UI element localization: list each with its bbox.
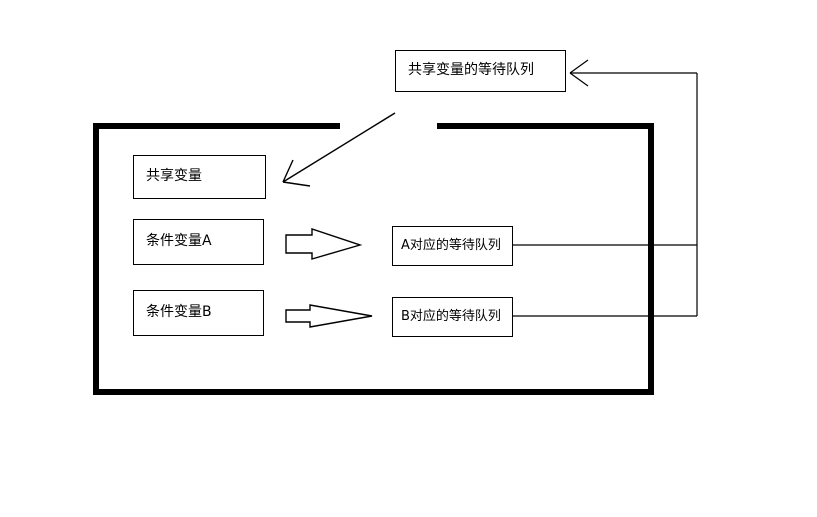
shared-variable-box: 共享变量 xyxy=(133,155,266,199)
condition-variable-b-box: 条件变量B xyxy=(133,290,264,336)
monitor-top-left-border xyxy=(93,123,340,129)
shared-variable-label: 共享变量 xyxy=(146,168,202,185)
condition-variable-a-label: 条件变量A xyxy=(146,233,212,250)
queue-a-box: A对应的等待队列 xyxy=(392,226,513,266)
condition-variable-a-box: 条件变量A xyxy=(133,219,264,265)
monitor-right-border xyxy=(648,123,654,395)
monitor-container xyxy=(93,123,654,395)
queue-b-label: B对应的等待队列 xyxy=(401,308,501,324)
shared-variable-wait-queue-box: 共享变量的等待队列 xyxy=(395,50,566,92)
monitor-bottom-border xyxy=(93,389,654,395)
queue-b-box: B对应的等待队列 xyxy=(392,297,513,337)
monitor-left-border xyxy=(93,123,99,395)
condition-variable-b-label: 条件变量B xyxy=(146,304,212,321)
monitor-top-right-border xyxy=(437,123,654,129)
shared-variable-wait-queue-label: 共享变量的等待队列 xyxy=(408,62,534,79)
feedback-arrow xyxy=(569,59,697,87)
queue-a-label: A对应的等待队列 xyxy=(401,237,501,253)
